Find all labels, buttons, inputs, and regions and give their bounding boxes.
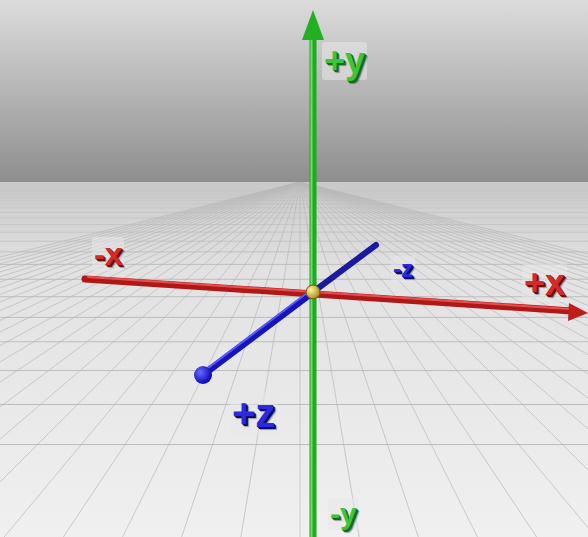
grid-line [300,182,588,537]
grid-line [0,182,300,537]
z-end-ball [194,366,212,384]
grid-line [0,212,588,213]
grid-line [300,182,588,537]
grid-line [0,182,300,537]
x-axis-highlight [88,277,570,309]
grid-line [0,182,300,537]
grid-line [0,444,588,445]
grid-line [300,182,588,537]
grid-line [300,182,588,537]
grid-line [0,203,588,204]
grid-line [0,182,300,537]
axis-label-minus-z: -z [391,256,415,282]
axis-label-plus-x: +x [522,264,567,302]
axis-label-minus-x: -x [92,237,124,271]
grid-line [0,182,300,537]
grid-line [300,182,588,537]
z-axis-highlight [204,290,311,371]
grid-line [300,182,588,537]
grid-line [300,182,450,537]
grid-line [300,182,588,537]
z-axis-front [204,292,313,374]
grid-line [0,370,588,371]
grid-line [0,182,300,537]
grid-line [300,182,588,537]
grid-line [300,182,588,537]
axis-label-plus-z: +z [230,392,277,434]
z-axis-back [313,245,376,292]
grid-line [300,182,588,537]
grid-line [0,182,300,537]
grid-line [300,182,588,537]
sky [0,0,588,182]
grid-line [300,182,588,537]
grid-line [0,207,588,208]
grid-line [0,182,300,537]
grid-line [0,182,300,537]
y-arrowhead [302,10,324,40]
grid-line [0,264,588,265]
grid-line [300,182,588,537]
grid-line [300,182,588,537]
grid-line [0,182,300,537]
grid-line [300,182,588,537]
grid-line [0,182,300,537]
axis-label-plus-y: +y [322,42,367,80]
grid-line [0,224,588,225]
grid-line [0,182,300,537]
grid-line [300,182,588,537]
grid-line [300,182,588,537]
grid-line [0,182,300,537]
grid-line [300,182,588,537]
grid-line [300,182,588,537]
grid-line [0,197,588,198]
grid-line [0,182,300,537]
origin-sphere [306,285,320,299]
grid-line [0,182,300,537]
grid-line [0,182,300,537]
grid-line [0,317,588,318]
grid-line [0,182,300,537]
grid-line [300,182,588,537]
grid-line [0,182,300,537]
grid-line [300,182,588,537]
x-arrowhead [568,303,588,321]
grid-line [0,182,300,537]
grid-line [300,182,588,537]
grid-line [0,182,300,537]
x-axis [85,279,572,311]
grid-line [0,182,300,537]
grid-line [300,182,301,537]
floor-grid [0,182,588,537]
grid-line [0,182,300,537]
grid-line [0,404,588,405]
grid-line [300,182,588,537]
axis-label-minus-y: -y [328,498,359,530]
grid-line [0,182,300,537]
